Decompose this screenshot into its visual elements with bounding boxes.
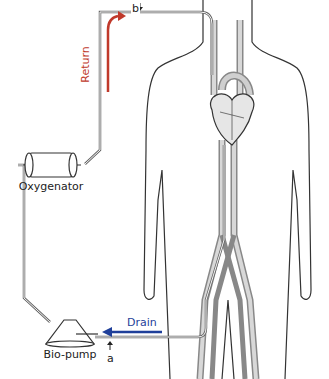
point-label: a <box>106 352 115 365</box>
point-label: b <box>131 2 140 15</box>
cylinder-symbol <box>21 150 81 180</box>
node-label: Bio-pump <box>36 348 104 361</box>
node-label: Oxygenator <box>16 180 86 193</box>
blood-pump: Bio-pump <box>36 316 104 361</box>
flow-label: Drain <box>126 316 158 329</box>
oxygenator: Oxygenator <box>16 150 86 193</box>
cone-symbol <box>40 316 100 348</box>
flow-label: Return <box>79 45 92 84</box>
